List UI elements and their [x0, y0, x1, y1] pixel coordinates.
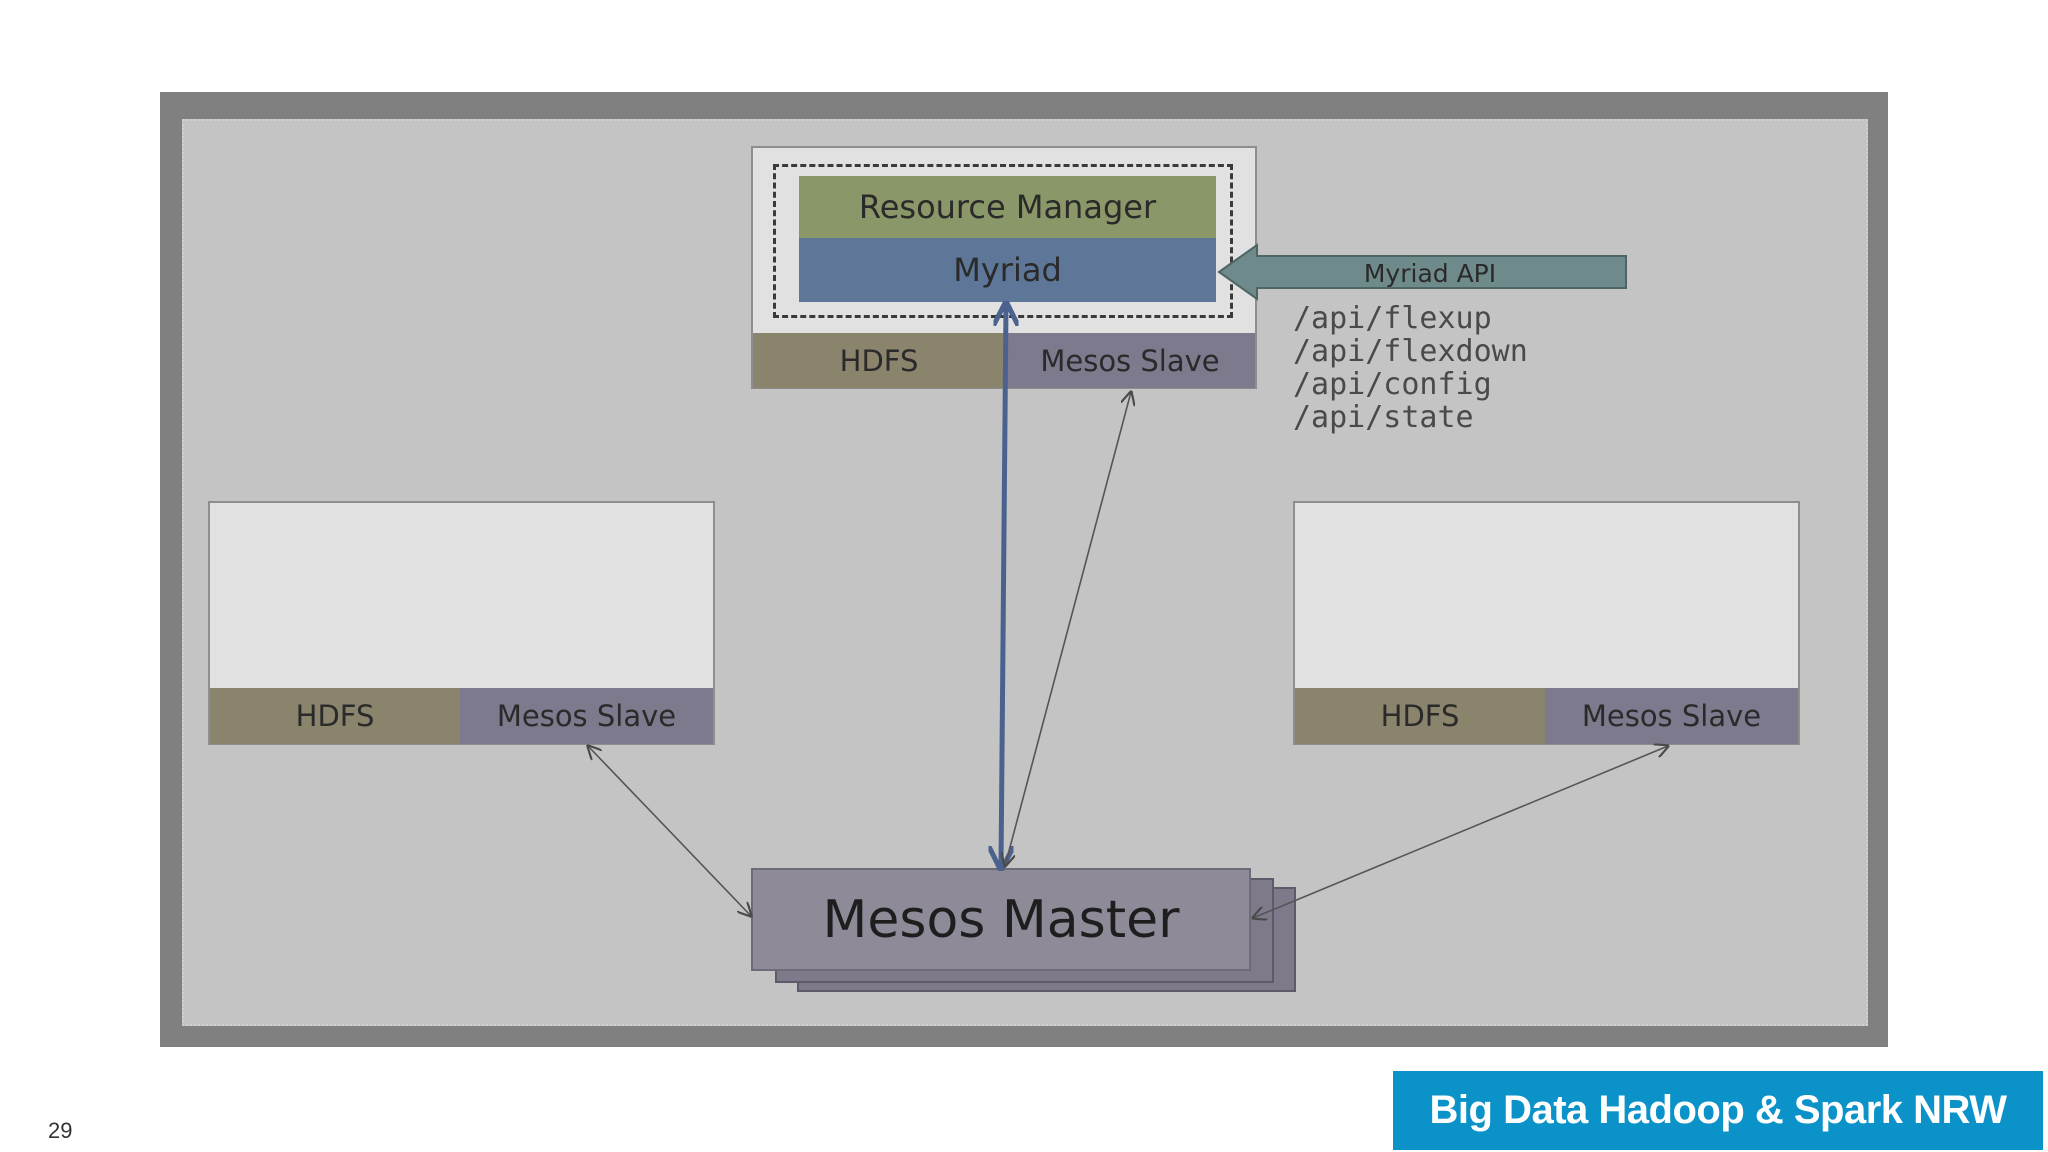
mesos-master-box: Mesos Master [751, 868, 1251, 971]
page-number: 29 [48, 1118, 73, 1143]
right-mesos-slave-cell: Mesos Slave [1545, 688, 1798, 744]
resource-manager-block: Resource Manager [799, 176, 1216, 238]
right-hdfs-cell: HDFS [1295, 688, 1545, 744]
left-hdfs-cell: HDFS [210, 688, 460, 744]
api-endpoint-flexup: /api/flexup [1293, 301, 1492, 336]
brand-badge: Big Data Hadoop & Spark NRW [1393, 1071, 2043, 1150]
top-hdfs-cell: HDFS [753, 333, 1005, 388]
api-endpoint-config: /api/config [1293, 367, 1492, 402]
myriad-api-arrow [1217, 243, 1627, 301]
myriad-block: Myriad [799, 238, 1216, 302]
api-endpoint-flexdown: /api/flexdown [1293, 334, 1528, 369]
myriad-api-label: Myriad API [1363, 258, 1497, 288]
right-slave-master-link [1253, 746, 1668, 918]
top-mesos-slave-cell: Mesos Slave [1005, 333, 1255, 388]
left-slave-master-link [588, 746, 751, 916]
api-endpoint-state: /api/state [1293, 400, 1474, 435]
myriad-master-link [1001, 306, 1006, 866]
left-mesos-slave-cell: Mesos Slave [460, 688, 713, 744]
top-slave-master-link [1005, 392, 1131, 866]
